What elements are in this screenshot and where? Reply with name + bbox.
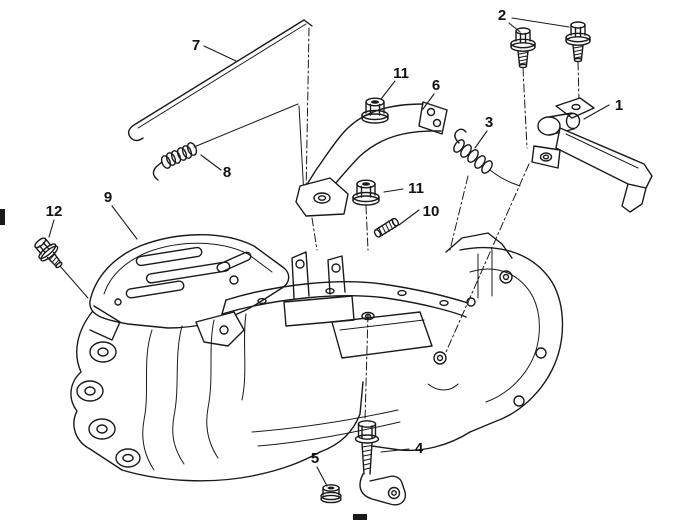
callout-label-5: 5 [311, 450, 319, 467]
callout-label-12: 12 [46, 203, 63, 220]
part-9-heat-cover [89, 234, 290, 347]
callout-leader-lines [48, 17, 610, 487]
part-3-spring [453, 128, 521, 187]
callout-label-11-lower: 11 [408, 180, 424, 197]
part-4-bolt [354, 420, 407, 506]
callout-label-8: 8 [223, 164, 231, 181]
part-6-lever-bracket [295, 101, 448, 217]
part-12-flange-bolt [34, 237, 63, 269]
scan-mark-left [0, 209, 5, 225]
callout-label-4: 4 [415, 440, 424, 457]
scan-mark-bottom [353, 514, 367, 520]
callout-label-7: 7 [192, 37, 200, 54]
part-10-stud [373, 217, 400, 238]
part-11-flange-nut-lower [352, 179, 380, 206]
callout-label-10: 10 [423, 203, 440, 220]
part-2-flange-bolt-right [565, 21, 591, 63]
part-7-throttle-rod [127, 19, 313, 142]
part-11-flange-nut-upper [361, 97, 389, 124]
assembly-centerlines [59, 27, 580, 421]
part-1-bracket-lever [531, 97, 653, 213]
part-2-flange-bolt-left [510, 27, 536, 69]
callout-label-6: 6 [432, 77, 440, 94]
callout-label-9: 9 [104, 189, 112, 206]
callout-label-11-upper: 11 [393, 65, 409, 82]
engine-assembly [70, 232, 564, 482]
callout-label-2: 2 [498, 7, 506, 24]
part-5-nut [320, 484, 342, 504]
part-8-return-spring [152, 103, 299, 181]
callout-label-1: 1 [615, 97, 623, 114]
callout-label-3: 3 [485, 114, 493, 131]
callout-labels: 1 2 3 4 5 6 7 8 9 10 11 11 12 [46, 7, 624, 467]
